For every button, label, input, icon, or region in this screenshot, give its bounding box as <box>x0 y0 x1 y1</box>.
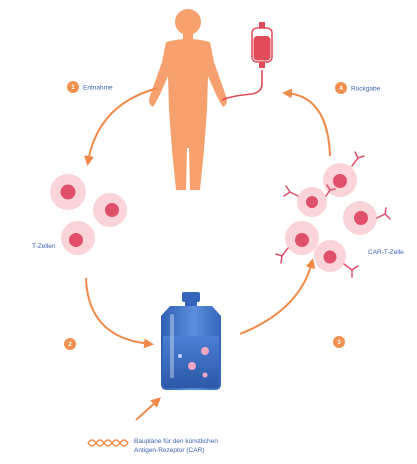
car-t-cell <box>297 187 327 217</box>
receptor-y-icon <box>352 152 364 166</box>
iv-tube <box>222 70 262 100</box>
arrow-to-bottle <box>86 278 150 344</box>
label-car-receptor-line1: Baupläne für den künstlichen <box>134 438 218 445</box>
t-cell <box>61 221 95 255</box>
step-badge-1: 1 <box>67 81 79 93</box>
arrow-return <box>286 93 330 156</box>
car-t-cell <box>285 221 319 255</box>
step-label-rueckgabe: Rückgabe <box>351 86 381 93</box>
arrow-extraction <box>88 88 158 162</box>
car-t-cell <box>314 240 346 272</box>
car-t-cell <box>343 201 377 235</box>
receptor-y-icon <box>284 186 298 196</box>
arrow-receptor-to-bottle <box>136 400 158 420</box>
dna-strand-icon <box>88 440 128 446</box>
step-badge-3: 3 <box>333 336 345 348</box>
label-car-receptor-line2: Antigen-Rezeptor (CAR) <box>134 447 204 454</box>
label-car-t-cells: CAR-T-Zelle <box>368 249 404 256</box>
culture-bottle-icon <box>161 292 221 390</box>
t-cell <box>93 193 127 227</box>
receptor-y-icon <box>276 248 288 263</box>
human-figure-icon <box>149 9 227 190</box>
step-label-entnahme: Entnahme <box>83 85 113 92</box>
iv-blood-bag-icon <box>252 22 272 68</box>
t-cell <box>50 174 86 210</box>
receptor-y-icon <box>344 264 358 277</box>
step-badge-2: 2 <box>64 338 76 350</box>
step-badge-4: 4 <box>335 82 347 94</box>
arrow-to-car-t <box>240 262 312 334</box>
receptor-y-icon <box>377 208 390 219</box>
label-t-cells: T-Zellen <box>32 243 56 250</box>
